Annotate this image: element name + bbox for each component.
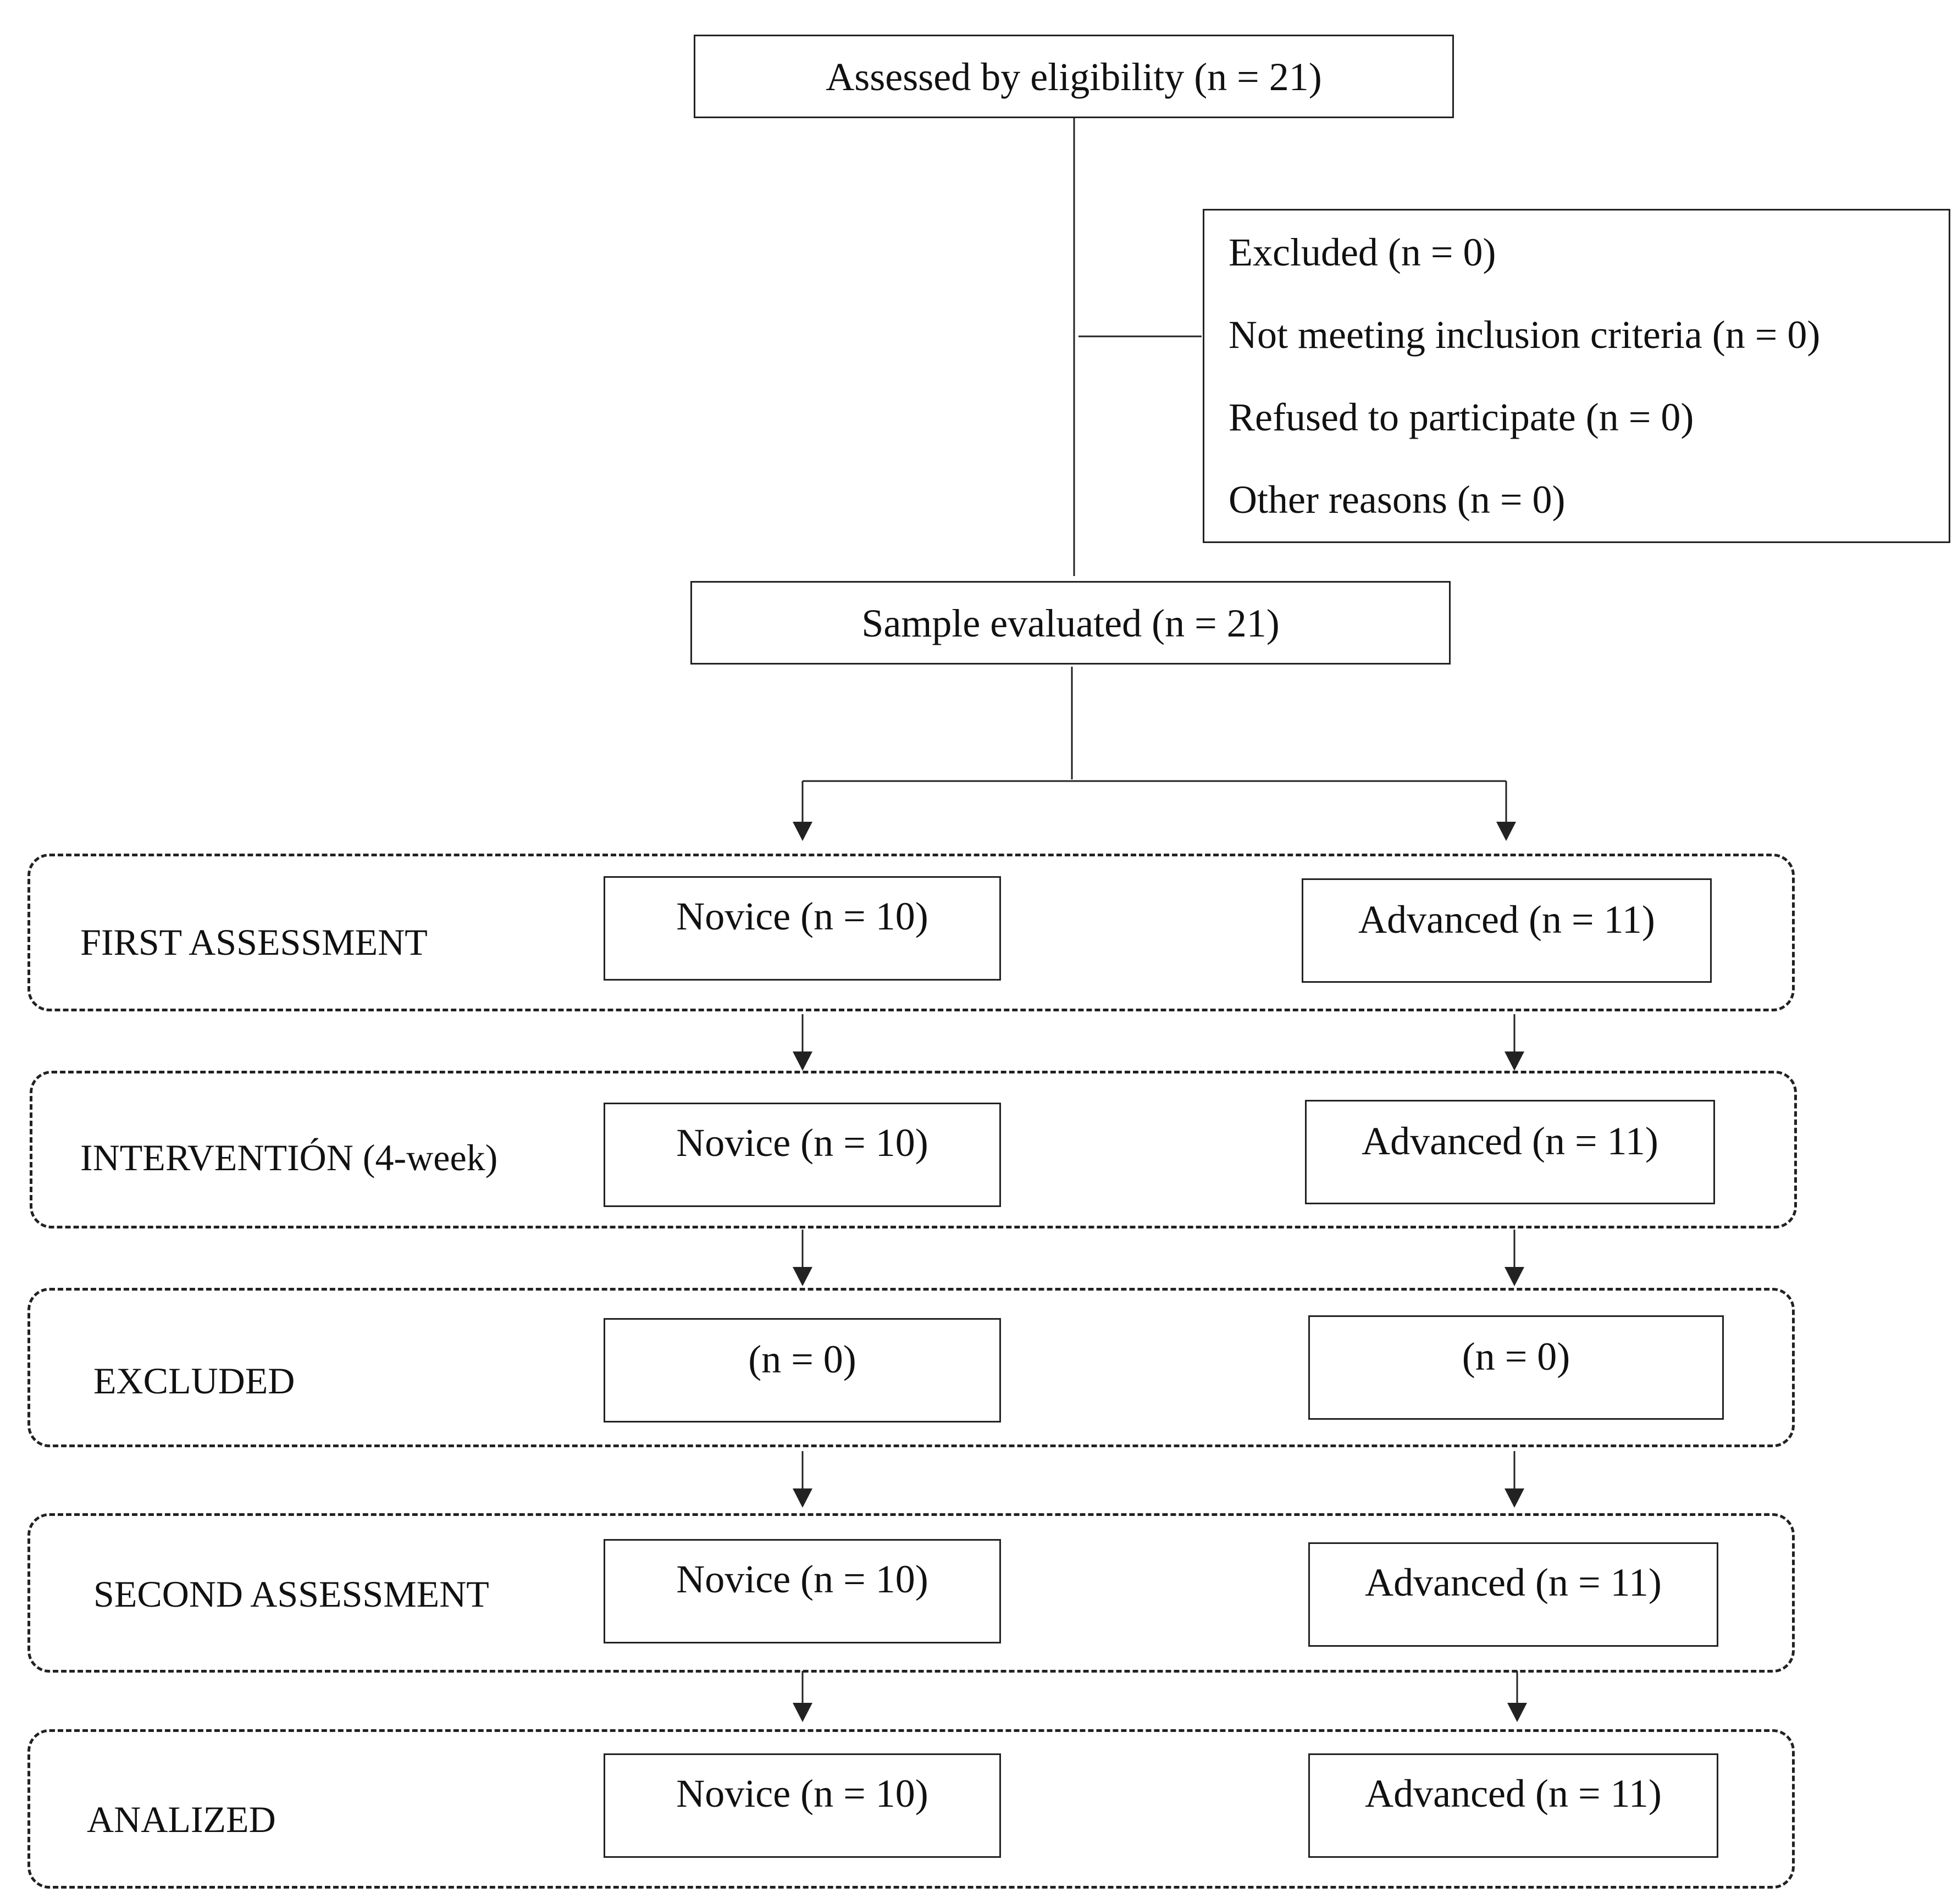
other-reasons-line: Other reasons (n = 0) (1229, 478, 1566, 522)
arrow-first-to-intervention-advanced (1505, 1014, 1524, 1071)
second-novice-text: Novice (n = 10) (676, 1557, 928, 1601)
first-advanced-box: Advanced (n = 11) (1302, 878, 1712, 983)
stage-second-assessment (27, 1513, 1795, 1673)
excluded-advanced-box: (n = 0) (1308, 1315, 1724, 1420)
assessed-eligibility-text: Assessed by eligibility (n = 21) (826, 55, 1322, 99)
stage-intervention (30, 1071, 1797, 1228)
arrow-intervention-to-excluded-novice (793, 1230, 812, 1286)
first-advanced-text: Advanced (n = 11) (1358, 898, 1655, 942)
intervention-novice-box: Novice (n = 10) (604, 1103, 1001, 1207)
stage-label-analized: ANALIZED (87, 1798, 276, 1840)
arrow-to-first-novice (793, 781, 812, 841)
arrow-second-to-analized-novice (793, 1671, 812, 1722)
analized-novice-text: Novice (n = 10) (676, 1772, 928, 1816)
stage-analized (27, 1729, 1795, 1889)
analized-advanced-text: Advanced (n = 11) (1365, 1772, 1662, 1816)
intervention-advanced-box: Advanced (n = 11) (1305, 1100, 1715, 1204)
first-novice-box: Novice (n = 10) (604, 876, 1001, 981)
stage-label-excluded: EXCLUDED (93, 1360, 295, 1402)
stage-label-first-assessment: FIRST ASSESSMENT (80, 921, 428, 963)
stage-label-second-assessment: SECOND ASSESSMENT (93, 1573, 489, 1615)
second-novice-box: Novice (n = 10) (604, 1539, 1001, 1643)
not-meeting-criteria-line: Not meeting inclusion criteria (n = 0) (1229, 313, 1821, 357)
analized-advanced-box: Advanced (n = 11) (1308, 1753, 1718, 1858)
refused-line: Refused to participate (n = 0) (1229, 395, 1694, 439)
first-novice-text: Novice (n = 10) (676, 894, 928, 938)
arrow-second-to-analized-advanced (1507, 1671, 1527, 1722)
excluded-line: Excluded (n = 0) (1229, 230, 1496, 274)
second-advanced-text: Advanced (n = 11) (1365, 1560, 1662, 1604)
exclusion-box: Excluded (n = 0) Not meeting inclusion c… (1203, 209, 1950, 543)
stage-excluded (27, 1288, 1795, 1447)
analized-novice-box: Novice (n = 10) (604, 1753, 1001, 1858)
arrow-to-first-advanced (1496, 781, 1516, 841)
arrow-excluded-to-second-novice (793, 1451, 812, 1508)
arrow-intervention-to-excluded-advanced (1505, 1230, 1524, 1286)
arrow-excluded-to-second-advanced (1505, 1451, 1524, 1508)
intervention-novice-text: Novice (n = 10) (676, 1121, 928, 1165)
sample-evaluated-text: Sample evaluated (n = 21) (861, 601, 1280, 645)
excluded-novice-text: (n = 0) (748, 1337, 856, 1381)
assessed-eligibility-box: Assessed by eligibility (n = 21) (694, 35, 1454, 118)
excluded-advanced-text: (n = 0) (1462, 1335, 1570, 1379)
intervention-advanced-text: Advanced (n = 11) (1362, 1119, 1658, 1163)
arrow-first-to-intervention-novice (793, 1014, 812, 1071)
sample-evaluated-box: Sample evaluated (n = 21) (690, 581, 1451, 665)
second-advanced-box: Advanced (n = 11) (1308, 1542, 1718, 1647)
excluded-novice-box: (n = 0) (604, 1318, 1001, 1423)
stage-first-assessment (27, 854, 1795, 1011)
stage-label-intervention: INTERVENTIÓN (4-week) (80, 1137, 498, 1178)
